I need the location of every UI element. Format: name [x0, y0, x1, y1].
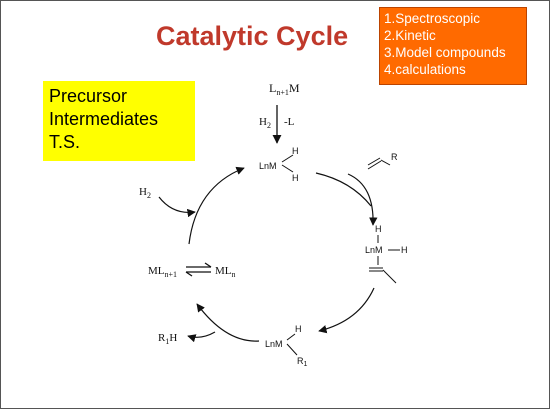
- equilibrium-right: MLn: [215, 265, 236, 279]
- alkyl-hydride-complex: LnM H R1: [265, 324, 308, 368]
- dihydride-complex: LnM H H: [259, 146, 299, 183]
- cycle-arc-top-left: [188, 166, 245, 245]
- slide-title: Catalytic Cycle: [156, 21, 349, 51]
- bond-line: [281, 154, 294, 163]
- minus-l-label: -L: [284, 116, 295, 128]
- alkene-complex: H LnM H: [365, 224, 408, 284]
- method-item: 2.Kinetic: [384, 28, 436, 43]
- product-label: R1H: [158, 332, 177, 346]
- bond-line: [286, 343, 298, 356]
- dihydride-metal: LnM: [259, 161, 277, 171]
- alkyl-hydride-h: H: [295, 324, 302, 334]
- h2-entry-label: H2: [139, 186, 151, 200]
- stage-precursor: Precursor: [49, 86, 128, 106]
- alkene-substrate: R: [367, 152, 398, 170]
- alkene-r: R: [391, 152, 398, 162]
- method-item: 1.Spectroscopic: [384, 11, 481, 26]
- h2-entry-arrow: [158, 196, 196, 218]
- method-item: 3.Model compounds: [384, 45, 506, 60]
- precursor-label: Ln+1M: [269, 81, 300, 97]
- dihydride-h-bottom: H: [292, 173, 299, 183]
- bond-line: [380, 159, 391, 166]
- bond-line: [367, 160, 382, 170]
- bond-line: [367, 157, 381, 166]
- alkene-complex-h-right: H: [401, 245, 408, 255]
- stages-box: Precursor Intermediates T.S.: [43, 81, 195, 161]
- stage-ts: T.S.: [49, 132, 81, 152]
- method-item: 4.calculations: [384, 62, 466, 77]
- alkyl-hydride-r1: R1: [297, 356, 308, 368]
- methods-box: 1.Spectroscopic 2.Kinetic 3.Model compou…: [379, 7, 527, 85]
- cycle-arc-top-right: [315, 172, 372, 207]
- dihydride-h-top: H: [292, 146, 299, 156]
- cycle-arc-bottom-right: [318, 287, 375, 334]
- alkyl-hydride-metal: LnM: [265, 339, 283, 349]
- alkene-complex-h-top: H: [375, 224, 382, 234]
- stage-intermediates: Intermediates: [49, 109, 159, 129]
- bond-line: [281, 164, 294, 173]
- h2-label: H2: [259, 116, 271, 130]
- bond-line: [382, 269, 397, 284]
- alkene-complex-metal: LnM: [365, 245, 383, 255]
- bond-line: [286, 333, 296, 341]
- product-release-arrow: [187, 331, 216, 343]
- equilibrium-arrow-forward-head: [204, 262, 212, 268]
- cycle-arc-bottom-left: [196, 303, 260, 342]
- equilibrium-arrow-reverse-head: [185, 271, 193, 277]
- equilibrium-left: MLn+1: [148, 265, 177, 279]
- alkene-entry-arrow: [347, 173, 378, 226]
